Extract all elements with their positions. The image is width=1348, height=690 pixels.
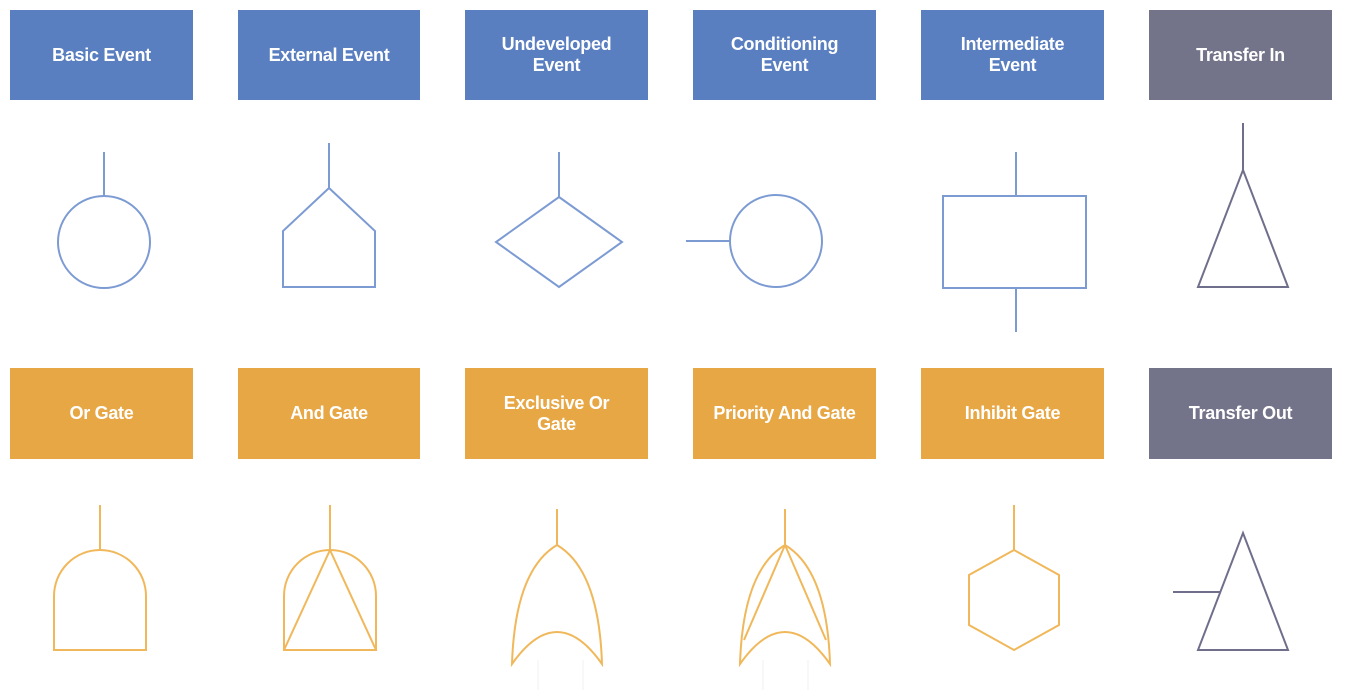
conditioning-event-circle-icon bbox=[686, 194, 823, 288]
inhibit-gate-hexagon-icon bbox=[968, 505, 1060, 652]
transfer-in-label: Transfer In bbox=[1149, 10, 1332, 100]
external-event-label: External Event bbox=[238, 10, 420, 100]
transfer-in-triangle-icon bbox=[1196, 123, 1290, 288]
intermediate-event-label: Intermediate Event bbox=[921, 10, 1104, 100]
external-event-house-icon bbox=[282, 143, 376, 288]
conditioning-event-label: Conditioning Event bbox=[693, 10, 876, 100]
basic-event-text: Basic Event bbox=[52, 44, 151, 65]
conditioning-event-text: Conditioning Event bbox=[730, 34, 839, 75]
and-gate-text: And Gate bbox=[290, 403, 368, 423]
transfer-out-text: Transfer Out bbox=[1188, 403, 1293, 423]
or-gate-text: Or Gate bbox=[69, 403, 134, 423]
and-gate-icon bbox=[283, 505, 377, 651]
priority-and-gate-icon bbox=[738, 509, 832, 668]
undeveloped-event-label: Undeveloped Event bbox=[465, 10, 648, 100]
exclusive-or-gate-label: Exclusive Or Gate bbox=[465, 368, 648, 459]
basic-event-label: Basic Event bbox=[10, 10, 193, 100]
or-gate-label: Or Gate bbox=[10, 368, 193, 459]
exclusive-or-gate-icon bbox=[510, 509, 604, 668]
priority-and-gate-label: Priority And Gate bbox=[693, 368, 876, 459]
transfer-out-triangle-icon bbox=[1173, 530, 1290, 651]
intermediate-event-text: Intermediate Event bbox=[960, 34, 1065, 75]
inhibit-gate-label: Inhibit Gate bbox=[921, 368, 1104, 459]
exclusive-or-gate-text: Exclusive Or Gate bbox=[503, 392, 610, 434]
basic-event-circle-icon bbox=[57, 152, 151, 289]
undeveloped-event-text: Undeveloped Event bbox=[501, 34, 612, 75]
transfer-out-label: Transfer Out bbox=[1149, 368, 1332, 459]
undeveloped-event-diamond-icon bbox=[494, 152, 624, 289]
and-gate-label: And Gate bbox=[238, 368, 420, 459]
intermediate-event-rectangle-icon bbox=[942, 152, 1087, 332]
inhibit-gate-text: Inhibit Gate bbox=[964, 403, 1061, 423]
priority-and-gate-text: Priority And Gate bbox=[713, 403, 856, 423]
transfer-in-text: Transfer In bbox=[1196, 44, 1285, 65]
external-event-text: External Event bbox=[268, 44, 390, 65]
exclusive-or-gate-faint-lines-icon bbox=[537, 660, 584, 690]
priority-and-gate-faint-lines-icon bbox=[762, 660, 809, 690]
or-gate-icon bbox=[53, 505, 147, 651]
